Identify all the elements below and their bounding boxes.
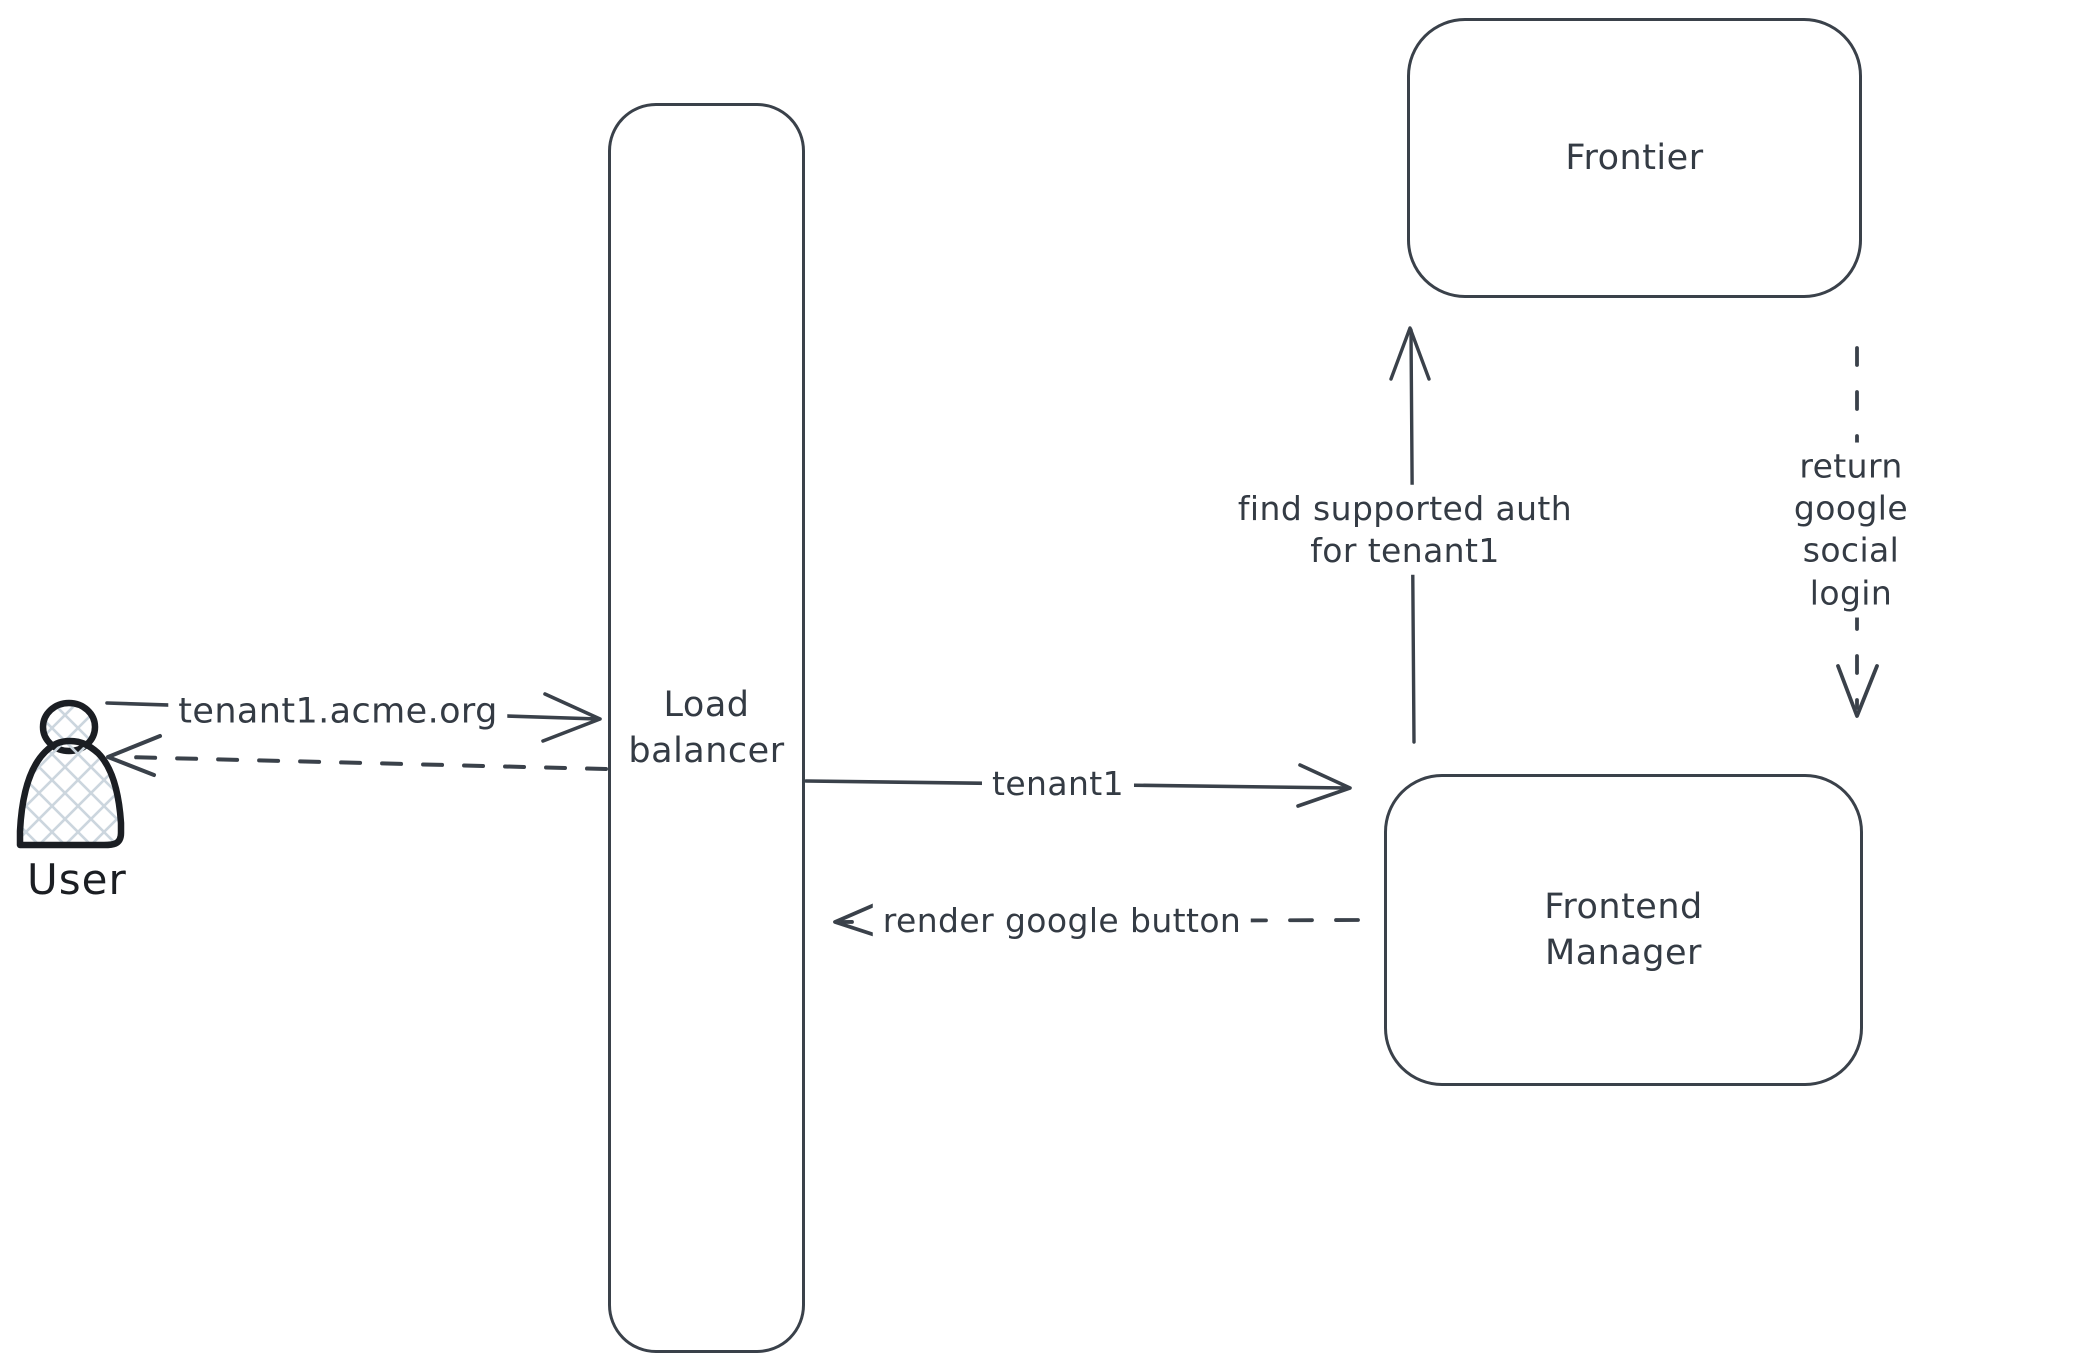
arrow-frontendmanager-to-frontier-head	[1389, 326, 1431, 381]
edge-label-render-google-button: render google button	[872, 896, 1252, 946]
arrow-user-to-loadbalancer-head	[541, 692, 602, 743]
edge-label-tenant1-acme-org: tenant1.acme.org	[168, 686, 508, 738]
arrow-frontier-to-frontendmanager-head	[1836, 664, 1879, 718]
edge-label-find-supported-auth: find supported auth for tenant1	[1227, 484, 1583, 576]
arrow-loadbalancer-to-user-head	[106, 734, 162, 777]
arrow-loadbalancer-to-user-line	[122, 755, 608, 771]
user-label: User	[27, 855, 127, 904]
node-load-balancer-label: Load balancer	[628, 684, 785, 771]
arrow-loadbalancer-to-user	[106, 734, 608, 777]
arrow-frontendmanager-to-loadbalancer-head	[833, 897, 892, 942]
user-icon	[16, 699, 125, 849]
edge-label-tenant1: tenant1	[981, 759, 1135, 809]
node-load-balancer: Load balancer	[608, 103, 805, 1353]
node-frontier: Frontier	[1407, 18, 1862, 298]
node-frontend-manager-label: Frontend Manager	[1544, 886, 1703, 973]
node-frontend-manager: Frontend Manager	[1384, 774, 1863, 1086]
user-icon-body	[16, 737, 125, 849]
arrow-loadbalancer-to-frontendmanager-head	[1296, 763, 1352, 808]
node-frontier-label: Frontier	[1565, 137, 1704, 178]
edge-label-return-google-social-login: return google social login	[1735, 442, 1967, 618]
